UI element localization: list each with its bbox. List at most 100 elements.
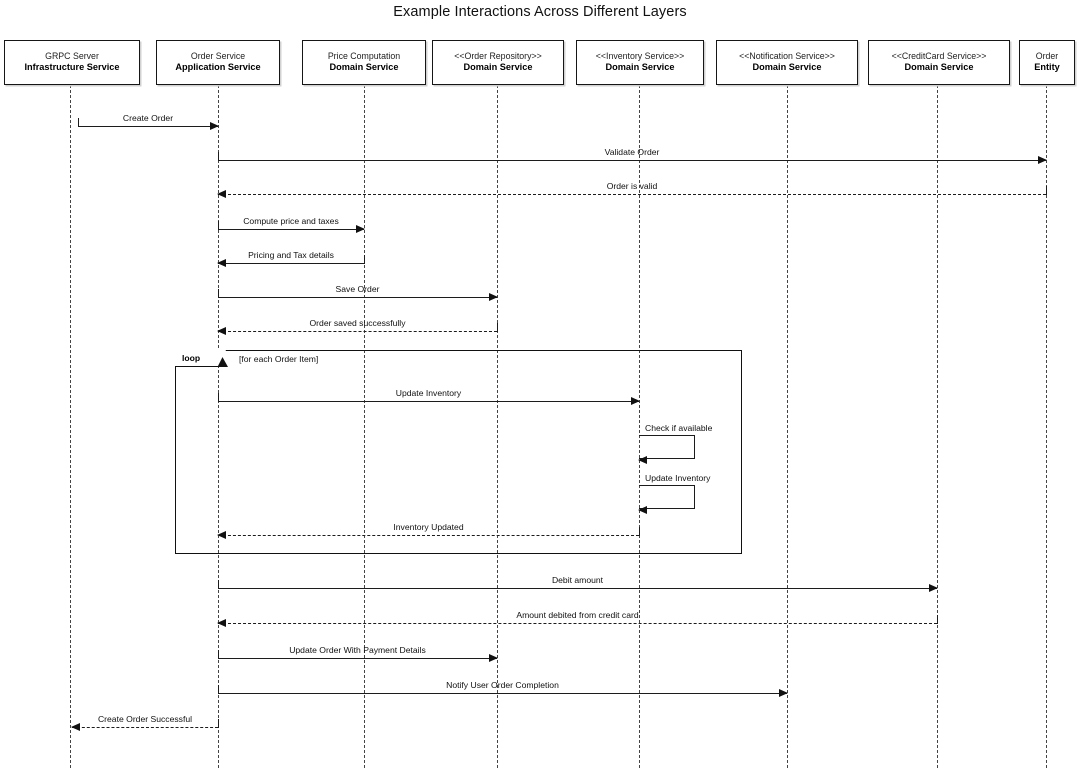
participant-notify[interactable]: <<Notification Service>>Domain Service — [716, 40, 858, 85]
arrowhead-icon — [71, 722, 80, 731]
message-m1[interactable]: Create Order — [78, 113, 219, 130]
message-line — [218, 297, 497, 298]
lifeline-orderservice — [218, 85, 219, 768]
message-label: Create Order — [122, 113, 174, 123]
participant-repo[interactable]: <<Order Repository>>Domain Service — [432, 40, 564, 85]
self-call-segment-top — [639, 435, 695, 436]
message-origin-stub — [218, 685, 219, 694]
message-origin-stub — [218, 221, 219, 230]
participant-creditcard[interactable]: <<CreditCard Service>>Domain Service — [868, 40, 1010, 85]
arrowhead-icon — [779, 688, 788, 697]
participant-layer: Domain Service — [752, 62, 822, 73]
message-line — [72, 727, 218, 728]
arrowhead-icon — [489, 292, 498, 301]
message-origin-stub — [78, 118, 79, 127]
arrowhead-icon — [210, 121, 219, 130]
message-label: Pricing and Tax details — [248, 250, 334, 260]
message-m9[interactable]: Inventory Updated — [217, 522, 639, 539]
participant-layer: Application Service — [175, 62, 261, 73]
message-m4[interactable]: Compute price and taxes — [218, 216, 365, 233]
participant-layer: Domain Service — [463, 62, 533, 73]
message-origin-stub — [1046, 186, 1047, 195]
lifeline-notify — [787, 85, 788, 768]
message-m2[interactable]: Validate Order — [218, 147, 1047, 164]
message-line — [78, 126, 218, 127]
message-line — [218, 263, 364, 264]
loop-fragment-frame — [175, 350, 742, 554]
message-m12[interactable]: Update Order With Payment Details — [218, 645, 498, 662]
message-label: Amount debited from credit card — [516, 610, 639, 620]
participant-stereotype: <<CreditCard Service>> — [891, 51, 987, 62]
self-call-label: Check if available — [645, 423, 713, 433]
message-label: Update Order With Payment Details — [289, 645, 426, 655]
arrowhead-icon — [929, 583, 938, 592]
message-origin-stub — [218, 719, 219, 728]
participant-stereotype: <<Inventory Service>> — [595, 51, 685, 62]
message-m7[interactable]: Order saved successfully — [217, 318, 497, 335]
loop-fragment-operator: loop — [175, 348, 228, 367]
arrowhead-icon — [217, 258, 226, 267]
message-line — [218, 693, 787, 694]
participant-layer: Entity — [1034, 62, 1060, 73]
message-label: Compute price and taxes — [243, 216, 339, 226]
message-line — [218, 229, 364, 230]
message-origin-stub — [364, 255, 365, 264]
message-line — [218, 160, 1046, 161]
participant-stereotype: <<Order Repository>> — [454, 51, 542, 62]
participant-inventory[interactable]: <<Inventory Service>>Domain Service — [576, 40, 704, 85]
message-label: Save Order — [335, 284, 380, 294]
self-call-s1[interactable]: Check if available — [638, 423, 712, 464]
participant-stereotype: Order — [1035, 51, 1059, 62]
message-label: Validate Order — [604, 147, 660, 157]
self-call-segment-side — [694, 435, 695, 459]
participant-stereotype: <<Notification Service>> — [739, 51, 835, 62]
arrowhead-icon — [489, 653, 498, 662]
arrowhead-icon — [217, 530, 226, 539]
message-m10[interactable]: Debit amount — [218, 575, 938, 592]
message-origin-stub — [218, 289, 219, 298]
message-line — [218, 401, 639, 402]
message-origin-stub — [639, 527, 640, 536]
lifeline-repo — [497, 85, 498, 768]
message-m3[interactable]: Order is valid — [217, 181, 1046, 198]
participant-layer: Domain Service — [605, 62, 675, 73]
message-label: Inventory Updated — [393, 522, 464, 532]
self-call-label: Update Inventory — [645, 473, 711, 483]
message-label: Notify User Order Completion — [446, 680, 559, 690]
message-m14[interactable]: Create Order Successful — [71, 714, 218, 731]
loop-operator-label: loop — [182, 353, 201, 363]
participant-stereotype: GRPC Server — [45, 51, 99, 62]
message-m13[interactable]: Notify User Order Completion — [218, 680, 788, 697]
diagram-title: Example Interactions Across Different La… — [393, 4, 687, 20]
arrowhead-icon — [638, 505, 647, 514]
lifeline-inventory — [639, 85, 640, 768]
arrowhead-icon — [356, 224, 365, 233]
self-call-segment-side — [694, 485, 695, 509]
arrowhead-icon — [1038, 155, 1047, 164]
message-m11[interactable]: Amount debited from credit card — [217, 610, 937, 627]
self-call-segment-bot — [639, 458, 695, 459]
message-m6[interactable]: Save Order — [218, 284, 498, 301]
message-origin-stub — [218, 650, 219, 659]
message-origin-stub — [937, 615, 938, 624]
lifeline-orderentity — [1046, 85, 1047, 768]
loop-fragment-guard: [for each Order Item] — [239, 354, 319, 364]
message-origin-stub — [218, 580, 219, 589]
lifeline-creditcard — [937, 85, 938, 768]
participant-layer: Infrastructure Service — [24, 62, 120, 73]
message-line — [218, 194, 1046, 195]
message-line — [218, 623, 937, 624]
message-m5[interactable]: Pricing and Tax details — [217, 250, 364, 267]
message-line — [218, 331, 497, 332]
self-call-s2[interactable]: Update Inventory — [638, 473, 710, 514]
message-label: Order saved successfully — [309, 318, 406, 328]
message-line — [218, 658, 497, 659]
participant-stereotype: Price Computation — [327, 51, 401, 62]
message-line — [218, 588, 937, 589]
message-m8[interactable]: Update Inventory — [218, 388, 640, 405]
